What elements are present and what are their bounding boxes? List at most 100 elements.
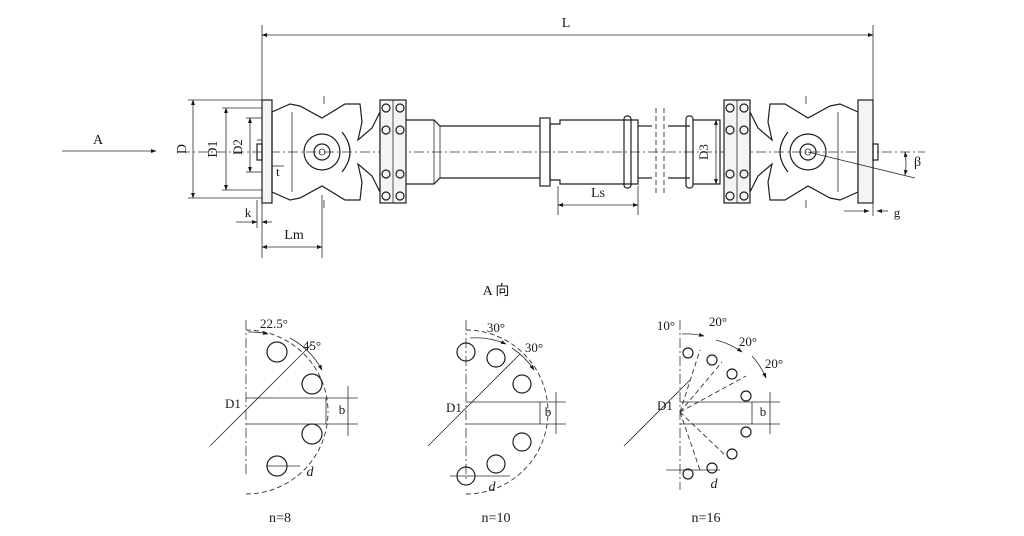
label-angle1: 20° xyxy=(709,314,727,329)
angle-arc xyxy=(289,337,323,371)
label-D: D xyxy=(175,144,190,154)
yoke-curve xyxy=(341,131,351,173)
shaft-tube-bottom xyxy=(406,177,540,185)
angle-arc xyxy=(511,347,535,371)
bolt-hole xyxy=(266,341,288,363)
flange-view-n16: b D1 10° 20° 20° 20° d n=16 xyxy=(623,314,783,526)
bolt xyxy=(395,169,405,179)
left-flange xyxy=(261,99,273,204)
bolt xyxy=(725,169,735,179)
bolt xyxy=(395,125,405,135)
beta-arc xyxy=(903,151,908,176)
shaft-tube-top xyxy=(406,119,540,127)
view-a-caption: A 向 xyxy=(483,283,510,299)
label-angle2: 30° xyxy=(525,340,543,355)
label-A: A xyxy=(93,133,104,148)
label-k: k xyxy=(245,205,252,220)
label-beta: β xyxy=(914,155,921,170)
label-D1: D1 xyxy=(446,400,462,415)
bolt-hole xyxy=(740,390,752,402)
label-b: b xyxy=(339,402,346,417)
flange-view-n10: b D1 30° 30° d n=10 xyxy=(427,320,566,526)
bolt-hole xyxy=(486,348,506,368)
bolt-circle-arc xyxy=(465,329,549,413)
sleeve-seal-ring xyxy=(623,115,632,189)
left-spigot xyxy=(256,143,263,161)
bolt-hole xyxy=(726,368,738,380)
radial-line xyxy=(679,361,723,413)
right-cross-center xyxy=(804,148,812,156)
bolt-hole xyxy=(706,354,718,366)
bolt xyxy=(395,191,405,201)
label-angle2: 20° xyxy=(739,334,757,349)
label-angle1: 30° xyxy=(487,320,505,335)
bolt-hole xyxy=(740,426,752,438)
bolt xyxy=(739,169,749,179)
left-cross-center xyxy=(318,148,326,156)
label-D2: D2 xyxy=(230,139,245,155)
label-D3: D3 xyxy=(696,144,711,160)
deflection-angle-line xyxy=(807,151,916,179)
spline-sleeve xyxy=(549,119,639,185)
bolt xyxy=(739,103,749,113)
label-t: t xyxy=(276,164,280,179)
label-angle0: 10° xyxy=(657,318,675,333)
label-n8: n=8 xyxy=(269,511,291,526)
bolt-hole xyxy=(486,454,506,474)
label-D1: D1 xyxy=(225,396,241,411)
radial-line xyxy=(427,353,521,447)
label-d: d xyxy=(489,480,497,495)
bolt-hole xyxy=(512,374,532,394)
left-cross-hub xyxy=(313,143,331,161)
label-n10: n=10 xyxy=(482,511,511,526)
label-d: d xyxy=(307,465,315,480)
angle-arc xyxy=(469,337,507,345)
flange-view-n8: b D1 22.5° 45° d n=8 xyxy=(209,316,358,526)
right-spigot xyxy=(872,143,879,161)
bolt-hole xyxy=(301,373,323,395)
right-cross-bearing xyxy=(789,133,827,171)
bolt-hole xyxy=(682,347,694,359)
label-Ls: Ls xyxy=(591,186,605,201)
angle-arc xyxy=(751,355,767,379)
bolt-hole xyxy=(512,432,532,452)
yoke-curve xyxy=(779,131,789,173)
bolt xyxy=(395,103,405,113)
label-d: d xyxy=(711,477,719,492)
bolt-circle-arc xyxy=(245,411,329,495)
bolt-hole xyxy=(682,468,694,480)
angle-arc xyxy=(681,332,705,337)
bolt-hole xyxy=(726,448,738,460)
label-n16: n=16 xyxy=(692,511,721,526)
label-L: L xyxy=(562,16,571,31)
label-g: g xyxy=(894,205,901,220)
right-cross-hub xyxy=(799,143,817,161)
bolt xyxy=(739,125,749,135)
label-b: b xyxy=(760,404,767,419)
bolt xyxy=(725,125,735,135)
radial-line xyxy=(679,411,701,471)
label-D1: D1 xyxy=(657,398,673,413)
label-Lm: Lm xyxy=(284,228,304,243)
bolt-circle-arc xyxy=(465,411,549,495)
label-angle3: 20° xyxy=(765,356,783,371)
radial-line xyxy=(209,343,313,447)
tube-seal-ring xyxy=(685,115,694,189)
label-b: b xyxy=(545,404,552,419)
bolt-circle-arc xyxy=(245,329,329,413)
bolt-hole xyxy=(706,462,718,474)
label-angle1: 22.5° xyxy=(260,316,288,331)
bolt xyxy=(381,103,391,113)
bolt xyxy=(725,103,735,113)
main-view: L A D D1 D2 t k Lm xyxy=(62,16,925,258)
bolt-hole xyxy=(301,423,323,445)
bolt xyxy=(381,191,391,201)
bolt xyxy=(739,191,749,201)
radial-line xyxy=(679,375,747,413)
label-angle2: 45° xyxy=(303,338,321,353)
right-tube xyxy=(693,119,721,185)
bolt xyxy=(381,125,391,135)
label-D1: D1 xyxy=(206,140,221,157)
